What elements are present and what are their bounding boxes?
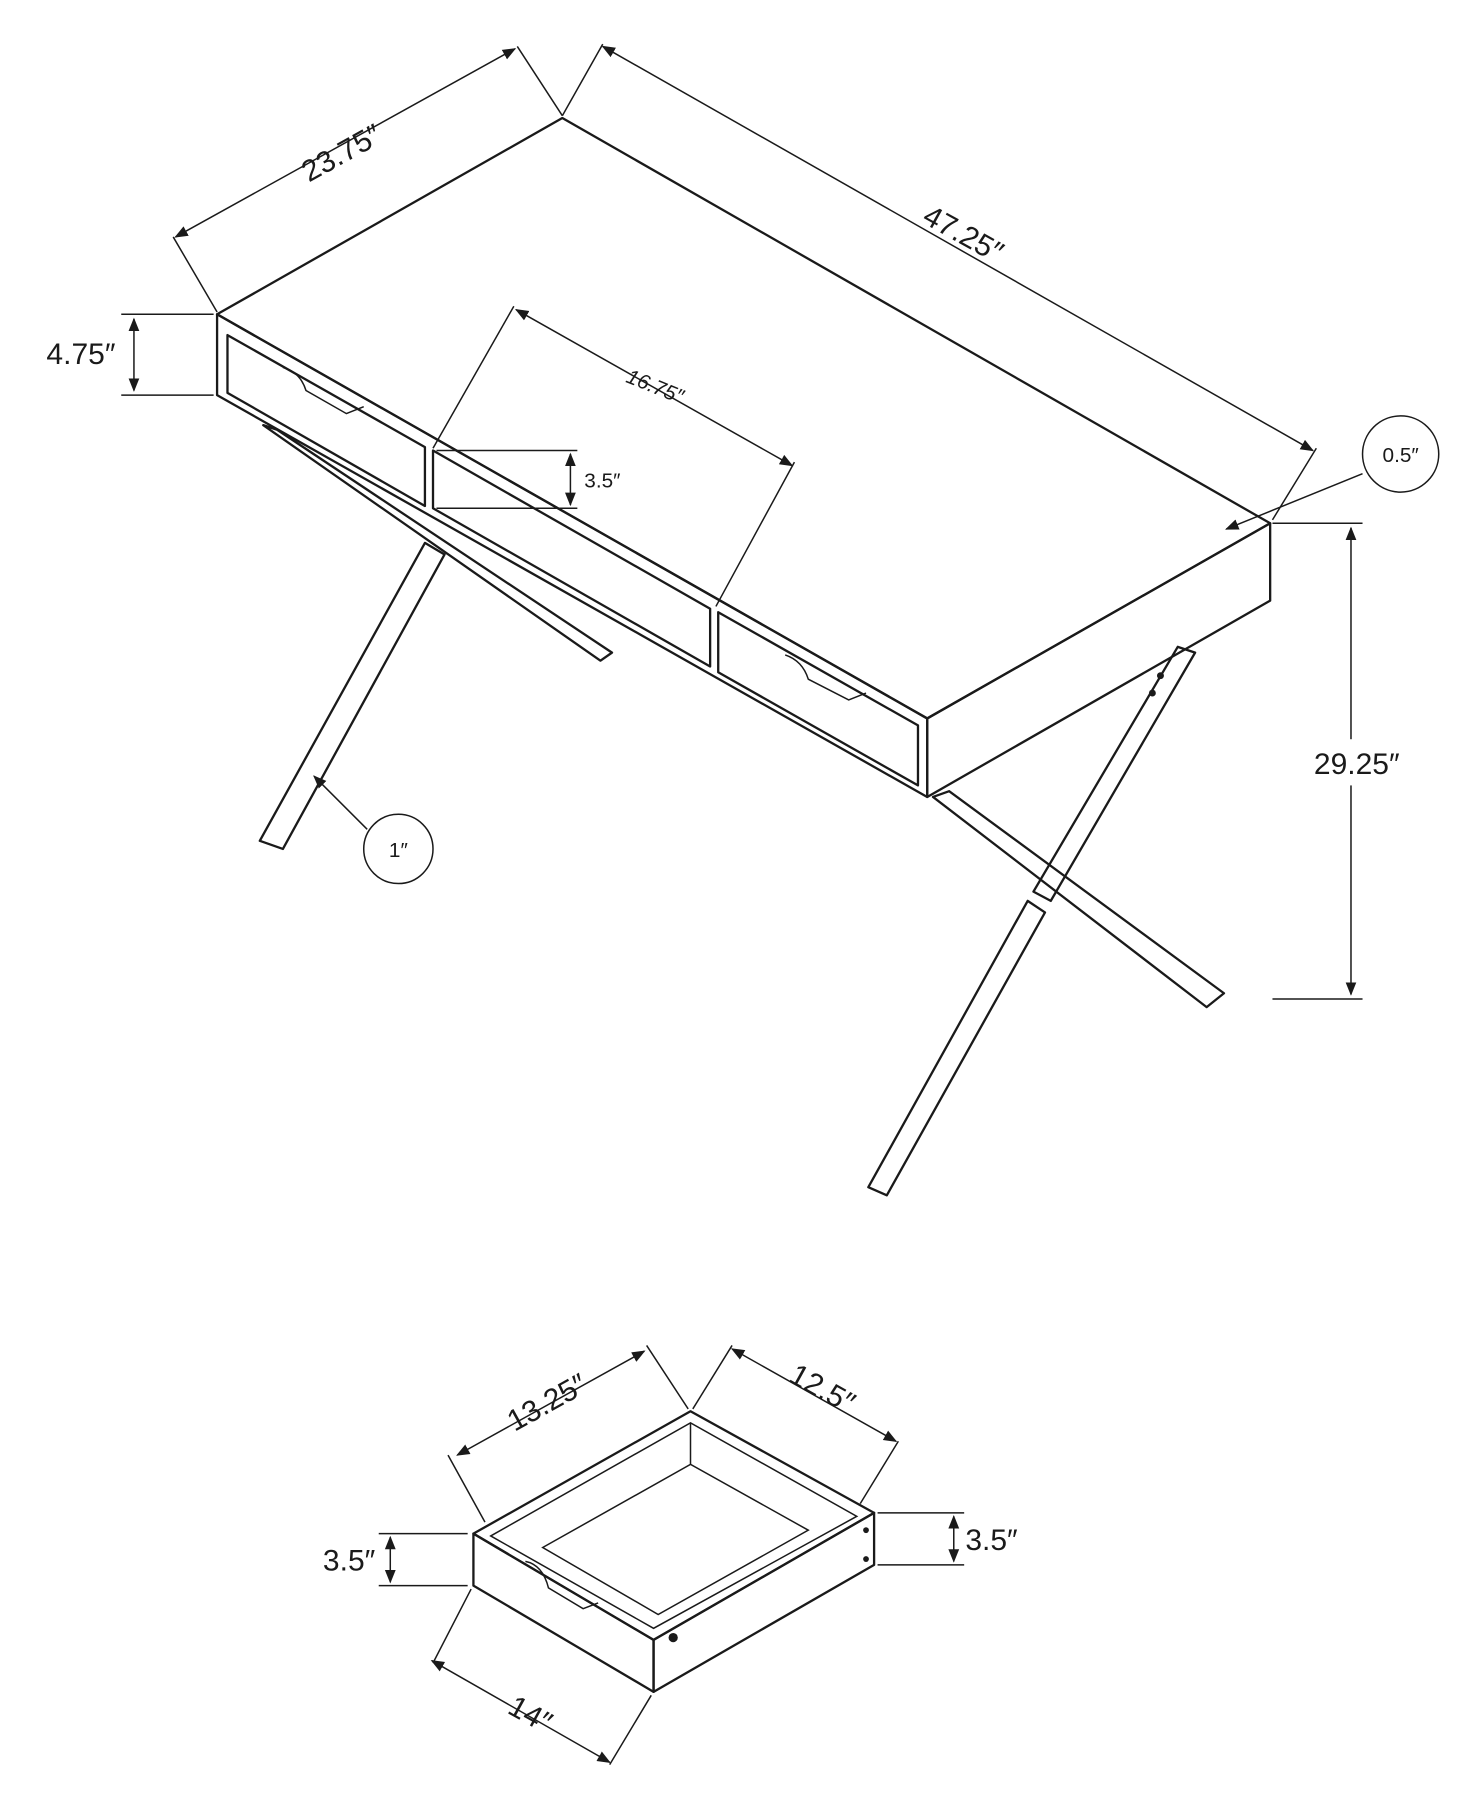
opening-height-label: 3.5″ (584, 470, 620, 493)
drawer-side-panel (652, 1511, 876, 1693)
right-front-leg (867, 899, 1047, 1197)
extension-line (859, 1440, 899, 1505)
drawer-depth-dimension-line (730, 1348, 898, 1442)
overall-height-label: 29.25″ (1314, 748, 1400, 781)
extension-line (692, 1345, 733, 1410)
callout-leader (1225, 472, 1363, 530)
extension-line (715, 461, 796, 607)
desk-side-apron (926, 522, 1272, 799)
right-drawer-handle (784, 654, 867, 701)
top-thickness-callout (1361, 415, 1440, 493)
drawer-drawing (472, 1410, 876, 1693)
center-opening (431, 449, 712, 668)
top-thickness-label: 0.5″ (1383, 444, 1419, 467)
leg-width-label: 1″ (389, 839, 408, 862)
bolt-icon (863, 1527, 869, 1534)
width-dimension-line (601, 45, 1315, 452)
extension-line (645, 1345, 689, 1410)
width-label: 47.25″ (917, 199, 1008, 270)
callout-leader (313, 775, 368, 830)
right-cross-leg (931, 790, 1226, 1009)
desk-drawing (215, 116, 1272, 1197)
extension-line (432, 1588, 472, 1664)
opening-width-label: 16.75″ (623, 365, 687, 409)
opening-width-dimension-line (514, 309, 794, 467)
extension-line (516, 46, 563, 117)
extension-line (172, 236, 218, 313)
drawer-inner-rim (489, 1421, 859, 1630)
bolt-icon (1156, 672, 1164, 680)
leg-width-callout (362, 813, 434, 885)
drawer-width-label: 13.25″ (502, 1368, 593, 1439)
drawer-handle (525, 1560, 599, 1610)
extension-line (609, 1694, 652, 1765)
extension-line (447, 1454, 486, 1523)
bolt-icon (863, 1556, 869, 1562)
bolt-icon (1148, 689, 1156, 697)
left-drawer-front (226, 333, 427, 508)
depth-label: 23.75″ (296, 118, 387, 189)
bolt-icon (668, 1632, 678, 1643)
label-mask (1293, 739, 1421, 786)
drawer-side-height-label: 3.5″ (965, 1524, 1018, 1557)
extension-line (561, 43, 604, 117)
left-front-leg (258, 541, 446, 851)
extension-line (432, 305, 515, 449)
depth-dimension-line (174, 48, 517, 238)
desk-dimensions: 23.75″ 47.25″ 4.75″ 16.75″ 3.5″ 29.25″ 0… (46, 43, 1440, 1000)
apron-height-label: 4.75″ (46, 338, 115, 371)
left-back-leg (262, 423, 614, 662)
drawer-front-width-dimension-line (430, 1659, 611, 1763)
extension-line (1271, 447, 1317, 521)
left-drawer-handle (282, 366, 365, 415)
drawer-depth-label: 12.5″ (784, 1358, 861, 1421)
drawer-bottom-inner (541, 1463, 810, 1616)
drawer-front-height-label: 3.5″ (323, 1545, 376, 1578)
right-drawer-front (717, 611, 920, 787)
drawer-dimensions: 13.25″ 12.5″ 3.5″ 3.5″ 14″ (323, 1345, 1018, 1765)
drawer-front-width-label: 14″ (503, 1690, 558, 1740)
right-back-leg (1032, 645, 1197, 903)
drawer-width-dimension-line (456, 1350, 646, 1456)
